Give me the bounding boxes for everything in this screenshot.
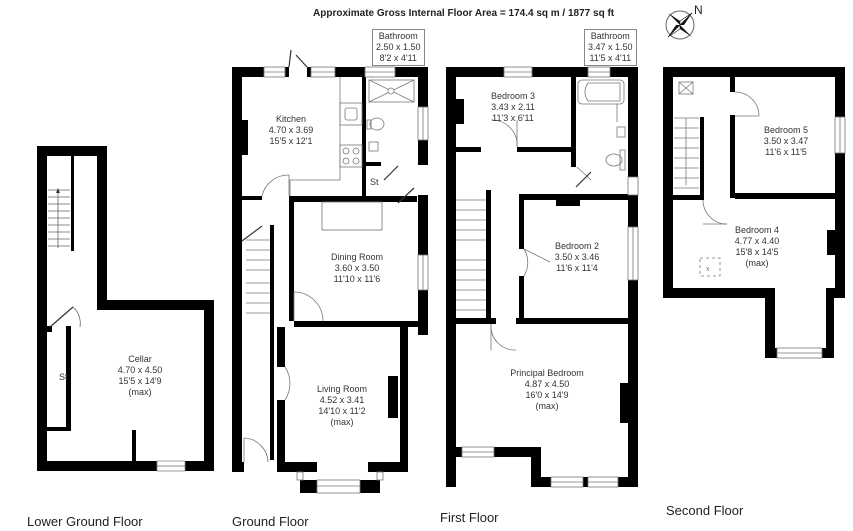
- room-name: Bathroom: [590, 31, 630, 41]
- room-note: (max): [128, 387, 152, 397]
- floor-label-ground: Ground Floor: [232, 514, 309, 529]
- room-metric: 4.87 x 4.50: [524, 379, 570, 389]
- room-metric: 4.52 x 3.41: [319, 395, 365, 405]
- first-floor-walls: [446, 67, 638, 487]
- room-dining: Dining Room 3.60 x 3.50 11'10 x 11'6: [331, 252, 383, 285]
- room-bedroom-2: Bedroom 2 3.50 x 3.46 11'6 x 11'4: [555, 241, 600, 274]
- room-cellar: Cellar 4.70 x 4.50 15'5 x 14'9 (max): [118, 354, 163, 398]
- room-metric: 3.47 x 1.50: [588, 42, 633, 52]
- room-bedroom-3: Bedroom 3 3.43 x 2.11 11'3 x 6'11: [491, 91, 535, 124]
- room-note: (max): [745, 258, 769, 268]
- room-name: Bedroom 3: [490, 91, 536, 101]
- ground-floor-fixtures: [241, 49, 429, 494]
- room-store-ground: St: [370, 177, 379, 187]
- room-name: Principal Bedroom: [510, 368, 584, 378]
- room-kitchen: Kitchen 4.70 x 3.69 15'5 x 12'1: [269, 114, 314, 147]
- room-note: (max): [330, 417, 354, 427]
- floor-label-second: Second Floor: [666, 503, 744, 518]
- room-bedroom-5: Bedroom 5 3.50 x 3.47 11'6 x 11'5: [764, 125, 809, 158]
- room-metric: 4.70 x 4.50: [117, 365, 163, 375]
- room-store-lower: St: [59, 372, 68, 382]
- room-imperial: 11'10 x 11'6: [333, 274, 381, 284]
- room-name: Kitchen: [275, 114, 307, 124]
- room-metric: 4.77 x 4.40: [734, 236, 780, 246]
- room-imperial: 11'6 x 11'4: [556, 263, 598, 273]
- room-imperial: 15'5 x 14'9: [118, 376, 162, 386]
- room-imperial: 8'2 x 4'11: [379, 53, 417, 63]
- room-metric: 4.70 x 3.69: [268, 125, 314, 135]
- room-bathroom-first: Bathroom 3.47 x 1.50 11'5 x 4'11: [584, 29, 637, 66]
- north-label: N: [694, 3, 703, 17]
- room-metric: 3.43 x 2.11: [491, 102, 535, 112]
- ground-floor-walls: [232, 67, 428, 493]
- room-note: (max): [535, 401, 559, 411]
- room-imperial: 14'10 x 11'2: [318, 406, 366, 416]
- room-metric: 2.50 x 1.50: [376, 42, 421, 52]
- room-metric: 3.50 x 3.47: [763, 136, 809, 146]
- room-name: Dining Room: [330, 252, 384, 262]
- room-imperial: 11'3 x 6'11: [492, 113, 534, 123]
- room-imperial: 16'0 x 14'9: [525, 390, 569, 400]
- room-name: Bedroom 5: [763, 125, 809, 135]
- room-imperial: 15'8 x 14'5: [735, 247, 779, 257]
- room-name: Living Room: [316, 384, 368, 394]
- room-imperial: 11'5 x 4'11: [589, 53, 632, 63]
- floor-area-title: Approximate Gross Internal Floor Area = …: [313, 8, 615, 19]
- compass-icon: [665, 10, 695, 40]
- svg-text:x: x: [706, 266, 710, 273]
- room-imperial: 11'6 x 11'5: [765, 147, 807, 157]
- second-floor-walls: [663, 67, 845, 358]
- second-floor-fixtures: x: [674, 81, 846, 359]
- room-metric: 3.60 x 3.50: [334, 263, 380, 273]
- lower-ground-floor-fixtures: [48, 188, 186, 472]
- room-bathroom-ground: Bathroom 2.50 x 1.50 8'2 x 4'11: [372, 29, 425, 66]
- room-imperial: 15'5 x 12'1: [269, 136, 313, 146]
- room-name: Bathroom: [378, 31, 418, 41]
- room-metric: 3.50 x 3.46: [554, 252, 600, 262]
- room-name: Cellar: [128, 354, 152, 364]
- room-name: Bedroom 4: [734, 225, 780, 235]
- room-bedroom-4: Bedroom 4 4.77 x 4.40 15'8 x 14'5 (max): [735, 225, 780, 269]
- floor-label-lower-ground: Lower Ground Floor: [27, 514, 143, 529]
- room-name: Bedroom 2: [554, 241, 600, 251]
- lower-ground-floor-walls: [37, 146, 214, 471]
- room-principal-bedroom: Principal Bedroom 4.87 x 4.50 16'0 x 14'…: [510, 368, 584, 412]
- floor-label-first: First Floor: [440, 510, 499, 525]
- room-living: Living Room 4.52 x 3.41 14'10 x 11'2 (ma…: [317, 384, 367, 428]
- first-floor-fixtures: [456, 66, 639, 488]
